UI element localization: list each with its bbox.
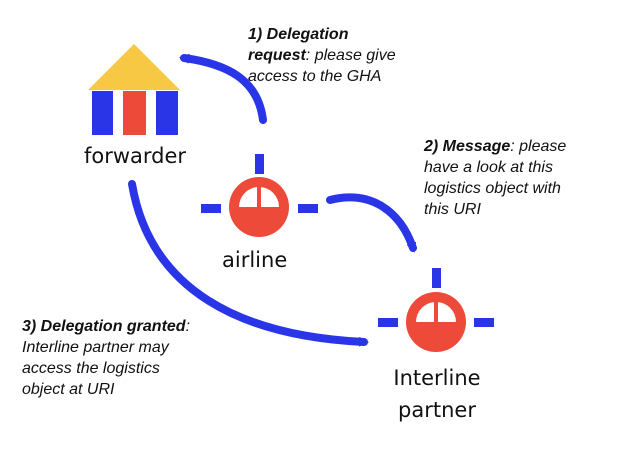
- note1-text-line2: : please give: [305, 47, 396, 64]
- note3-text-line4: object at URI: [22, 381, 115, 398]
- note1-title-line1: 1) Delegation: [248, 26, 349, 43]
- building-pillar-left: [92, 91, 113, 135]
- note-delegation-request: 1) Delegation request: please give acces…: [248, 24, 396, 87]
- note3-text-line2: Interline partner may: [22, 339, 169, 356]
- note1-text-line3: access to the GHA: [248, 68, 382, 85]
- note-delegation-granted: 3) Delegation granted: Interline partner…: [22, 316, 190, 400]
- forwarder-label: forwarder: [84, 144, 187, 168]
- note3-title: 3) Delegation granted: [22, 318, 186, 335]
- note-message: 2) Message: please have a look at this l…: [424, 136, 566, 220]
- arrow-delegation-granted: [128, 180, 369, 347]
- note3-text-line1: :: [185, 318, 191, 335]
- arrow-delegation-request: [179, 53, 267, 124]
- arrow-message: [326, 193, 417, 253]
- airline-label: airline: [222, 248, 288, 272]
- note2-text-line3: logistics object with: [424, 180, 561, 197]
- building-roof: [88, 44, 180, 90]
- network-node-icon: [378, 268, 494, 352]
- building-pillar-right: [156, 91, 178, 135]
- network-node-icon: [201, 154, 318, 237]
- note3-text-line3: access the logistics: [22, 360, 160, 377]
- note2-text-line1: : please: [510, 138, 567, 155]
- note2-text-line4: this URI: [424, 201, 481, 218]
- building-icon: [88, 44, 180, 135]
- partner-label: Interline partner: [384, 362, 490, 426]
- partner-label-line1: Interline: [393, 366, 481, 390]
- note2-text-line2: have a look at this: [424, 159, 553, 176]
- note1-title-line2: request: [248, 47, 306, 64]
- building-pillar-middle: [123, 91, 146, 135]
- note2-title: 2) Message: [424, 138, 511, 155]
- partner-label-line2: partner: [398, 398, 476, 422]
